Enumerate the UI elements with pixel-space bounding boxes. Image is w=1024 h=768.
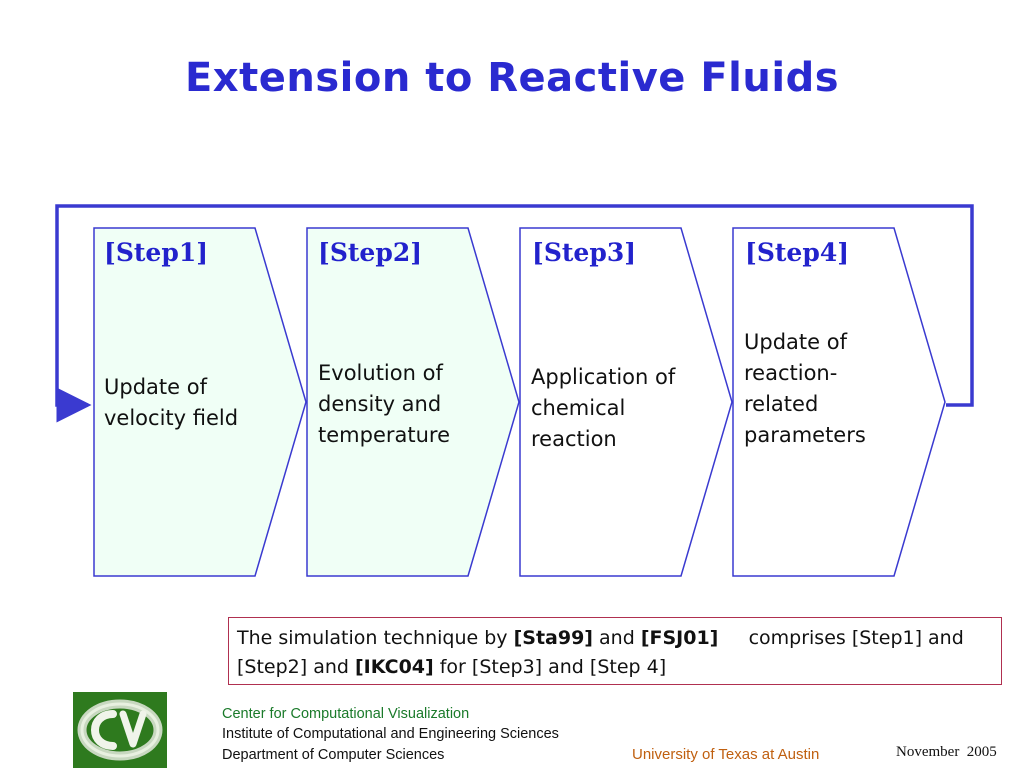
note-text-1: The simulation technique by	[237, 627, 514, 649]
step2-label: [Step2]	[318, 238, 423, 267]
step3-label: [Step3]	[532, 238, 637, 267]
step3-text: Application of chemical reaction	[531, 365, 676, 451]
slide-title: Extension to Reactive Fluids	[184, 55, 840, 101]
step4-chevron	[732, 227, 946, 577]
step4-label: [Step4]	[745, 238, 850, 267]
ref-ikc04: [IKC04]	[355, 656, 434, 678]
step1-text: Update of velocity field	[104, 375, 239, 430]
step2-text: Evolution of density and temperature	[318, 361, 450, 447]
note-text-2: and	[593, 627, 641, 649]
footer-institute: Institute of Computational and Engineeri…	[222, 726, 559, 742]
footer-university: University of Texas at Austin	[632, 746, 820, 763]
step2-chevron	[306, 227, 520, 577]
note-text-3: comprises [Step1] and [Step2] and	[237, 627, 970, 678]
footer-date: November 2005	[896, 744, 997, 760]
step1-label: [Step1]	[104, 238, 209, 267]
step3-chevron	[519, 227, 733, 577]
note-text-4: for [Step3] and [Step 4]	[433, 656, 667, 678]
step1-chevron	[93, 227, 307, 577]
ref-sta99: [Sta99]	[513, 627, 593, 649]
feedback-loop-arrow	[55, 204, 974, 423]
footer-department: Department of Computer Sciences	[222, 747, 445, 763]
ccv-logo	[73, 692, 167, 768]
step4-text: Update of reaction- related parameters	[744, 330, 866, 447]
ref-fsj01: [FSJ01]	[640, 627, 719, 649]
footer-center-name: Center for Computational Visualization	[222, 706, 470, 722]
reference-note: The simulation technique by [Sta99] and …	[228, 617, 1002, 685]
